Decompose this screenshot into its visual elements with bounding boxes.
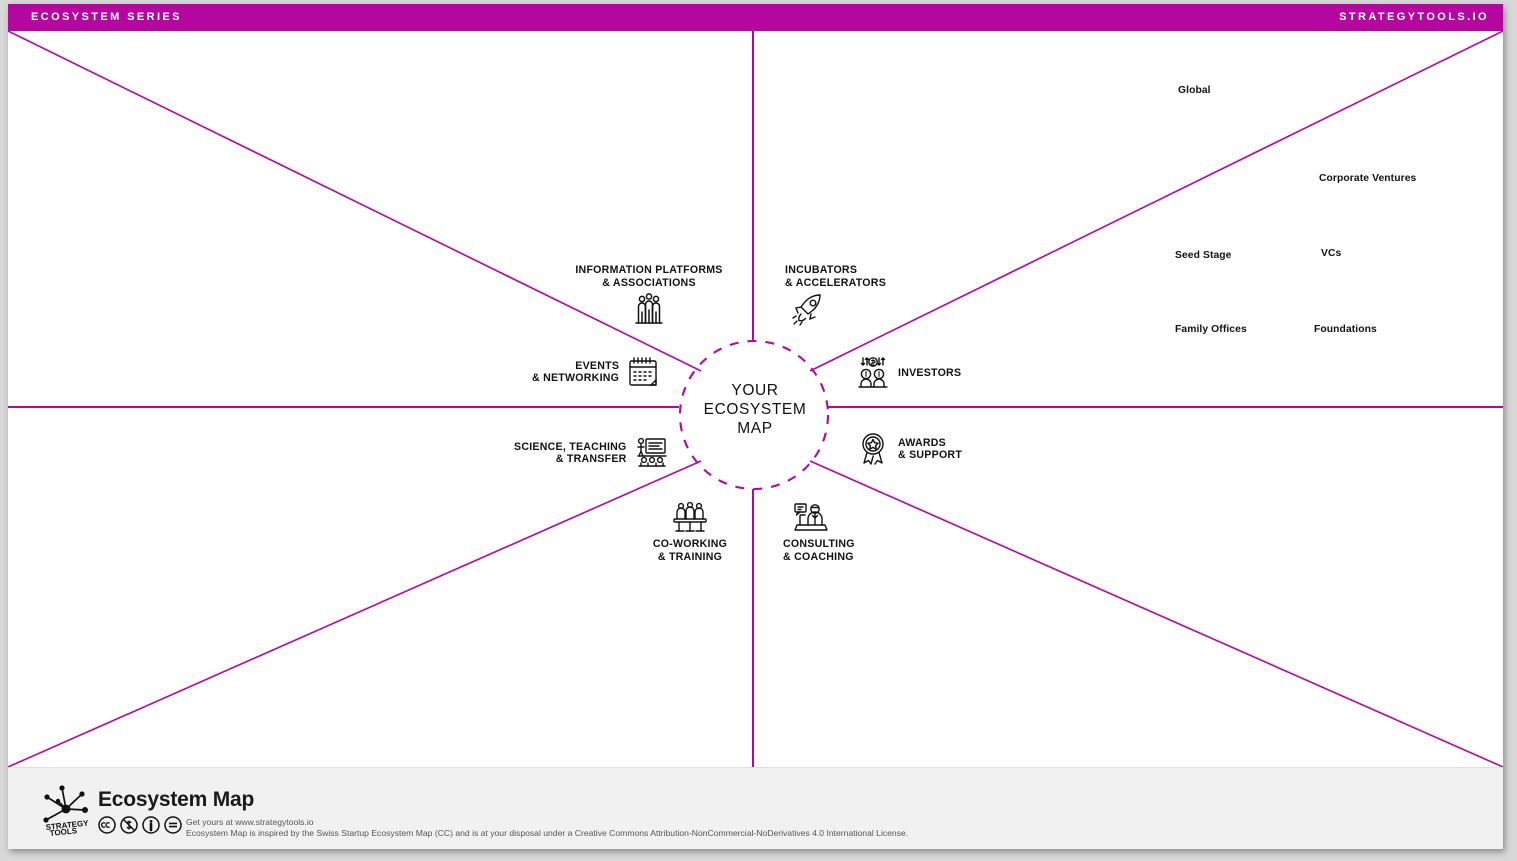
calendar-icon (629, 357, 657, 386)
axis-lines (8, 31, 1503, 767)
strategy-tools-logo: STRATEGY TOOLS (43, 785, 90, 837)
header-bar: ECOSYSTEM SERIES STRATEGYTOOLS.IO (8, 4, 1503, 31)
sublabel-vcs[interactable]: VCs (1321, 248, 1342, 259)
lecture-board-icon (636, 437, 667, 467)
node-label-line2: & NETWORKING (532, 372, 620, 384)
node-incubators-accelerators[interactable]: INCUBATORS & ACCELERATORS (785, 264, 897, 329)
node-label-line2: & COACHING (783, 550, 854, 563)
node-science-teaching-transfer[interactable]: SCIENCE, TEACHING & TRANSFER (514, 434, 671, 472)
header-series-label: ECOSYSTEM SERIES (31, 11, 182, 23)
node-label-line1: INFORMATION PLATFORMS (575, 264, 723, 276)
node-label-line1: INCUBATORS (785, 264, 858, 276)
node-label-line2: & TRANSFER (555, 453, 627, 465)
logo-text-line2: TOOLS (49, 826, 78, 837)
node-co-working-training[interactable]: CO-WORKING & TRAINING (626, 498, 754, 563)
diagonal-top-right (809, 30, 1503, 372)
cc-icon[interactable] (98, 816, 116, 834)
rocket-icon (792, 294, 821, 326)
sublabel-family-offices[interactable]: Family Offices (1175, 324, 1247, 335)
footer-bar: STRATEGY TOOLS Ecosystem Map (8, 767, 1503, 849)
meeting-table-icon (673, 501, 707, 532)
footer-line-get-yours: Get yours at www.strategytools.io (186, 817, 314, 827)
award-medal-icon (862, 433, 884, 465)
center-title: YOUR ECOSYSTEM MAP (680, 381, 830, 438)
node-label-line1: AWARDS (898, 436, 946, 449)
radial-lines (8, 30, 1503, 768)
sublabel-corporate-ventures[interactable]: Corporate Ventures (1319, 173, 1417, 184)
node-information-platforms[interactable]: INFORMATION PLATFORMS & ASSOCIATIONS (574, 264, 724, 327)
center-title-line3: MAP (737, 420, 773, 437)
cc-license-icons (98, 816, 182, 834)
worksheet-sheet: ECOSYSTEM SERIES STRATEGYTOOLS.IO (8, 4, 1503, 849)
sublabel-seed-stage[interactable]: Seed Stage (1175, 250, 1232, 261)
node-label-line2: & ACCELERATORS (785, 276, 887, 289)
node-consulting-coaching[interactable]: CONSULTING & COACHING (783, 498, 893, 563)
node-investors[interactable]: INVESTORS (854, 354, 961, 392)
sublabel-foundations[interactable]: Foundations (1314, 324, 1377, 335)
non-commercial-icon[interactable] (120, 816, 138, 834)
footer-title: Ecosystem Map (98, 788, 255, 811)
diagonal-bottom-right (809, 460, 1503, 768)
node-label-line2: & ASSOCIATIONS (602, 276, 696, 289)
node-label-line1: CO-WORKING (652, 538, 728, 550)
node-label-line1: SCIENCE, TEACHING (514, 440, 627, 453)
node-awards-support[interactable]: AWARDS & SUPPORT (854, 430, 962, 468)
node-label-line2: & TRAINING (657, 550, 723, 563)
node-label-line2: & SUPPORT (898, 449, 963, 461)
people-group-icon (635, 293, 663, 324)
node-label-line1: EVENTS (575, 359, 620, 372)
header-brand-label: STRATEGYTOOLS.IO (1339, 11, 1489, 23)
node-label-line1: CONSULTING (783, 538, 855, 550)
center-title-line2: ECOSYSTEM (703, 401, 807, 418)
diagonal-bottom-left (8, 460, 702, 768)
sublabel-global[interactable]: Global (1178, 85, 1211, 96)
center-circle (678, 339, 830, 491)
laptop-person-icon (794, 503, 828, 531)
footer-license-text: Get yours at www.strategytools.io Ecosys… (186, 817, 908, 840)
no-derivatives-icon[interactable] (164, 816, 182, 834)
center-title-line1: YOUR (731, 382, 779, 399)
node-label-line1: INVESTORS (898, 366, 962, 379)
attribution-icon[interactable] (142, 816, 160, 834)
node-events-networking[interactable]: EVENTS & NETWORKING (532, 353, 663, 391)
diagonal-top-left (8, 30, 702, 372)
money-people-icon (858, 357, 888, 388)
footer-line-license: Ecosystem Map is inspired by the Swiss S… (186, 828, 909, 839)
ecosystem-diagram (8, 30, 1503, 768)
